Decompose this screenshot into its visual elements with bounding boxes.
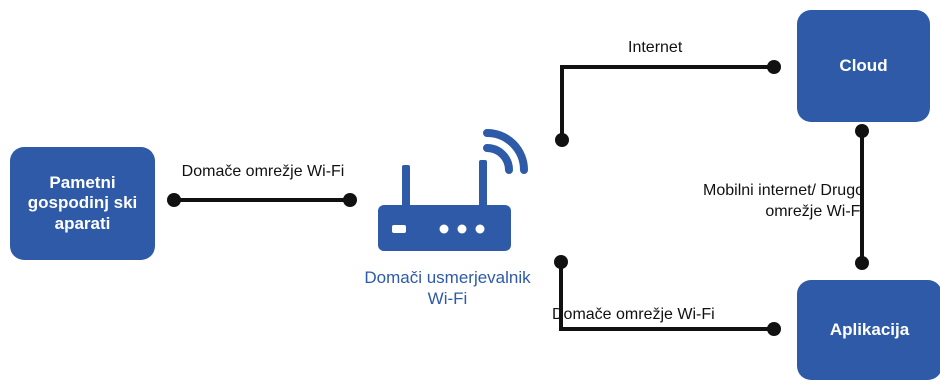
- home-network-link-end-left: [167, 193, 181, 207]
- home-network-label: Domače omrežje Wi-Fi: [181, 163, 345, 180]
- smart-appliances-label: Pametni gospodinj ski aparati: [27, 172, 138, 233]
- app-node: Aplikacija: [797, 280, 940, 380]
- internet-label: Internet: [628, 39, 683, 56]
- home-network-app-link: [559, 262, 774, 331]
- router-lights: [392, 224, 485, 234]
- mobile-internet-label: Mobilni internet/ Drugo omrežje Wi-Fi: [703, 182, 864, 220]
- home-network-app-label: Domače omrežje Wi-Fi: [552, 306, 715, 323]
- cloud-label: Cloud: [839, 55, 888, 75]
- internet-link-end-router: [555, 133, 569, 147]
- cloud-node: Cloud: [797, 10, 930, 122]
- home-network-app-link-end-router: [554, 255, 568, 269]
- home-network-link-end-right: [343, 193, 357, 207]
- mobile-link-end-cloud: [855, 124, 869, 138]
- internet-link-end-cloud: [767, 60, 781, 74]
- router-icon: [378, 129, 528, 251]
- smart-appliances-node: Pametni gospodinj ski aparati: [10, 147, 155, 260]
- app-label: Aplikacija: [829, 319, 910, 339]
- home-network-app-link-end-app: [767, 322, 781, 336]
- router-label: Domači usmerjevalnik Wi-Fi: [364, 268, 531, 309]
- mobile-link-end-app: [855, 256, 869, 270]
- internet-link: [560, 65, 774, 140]
